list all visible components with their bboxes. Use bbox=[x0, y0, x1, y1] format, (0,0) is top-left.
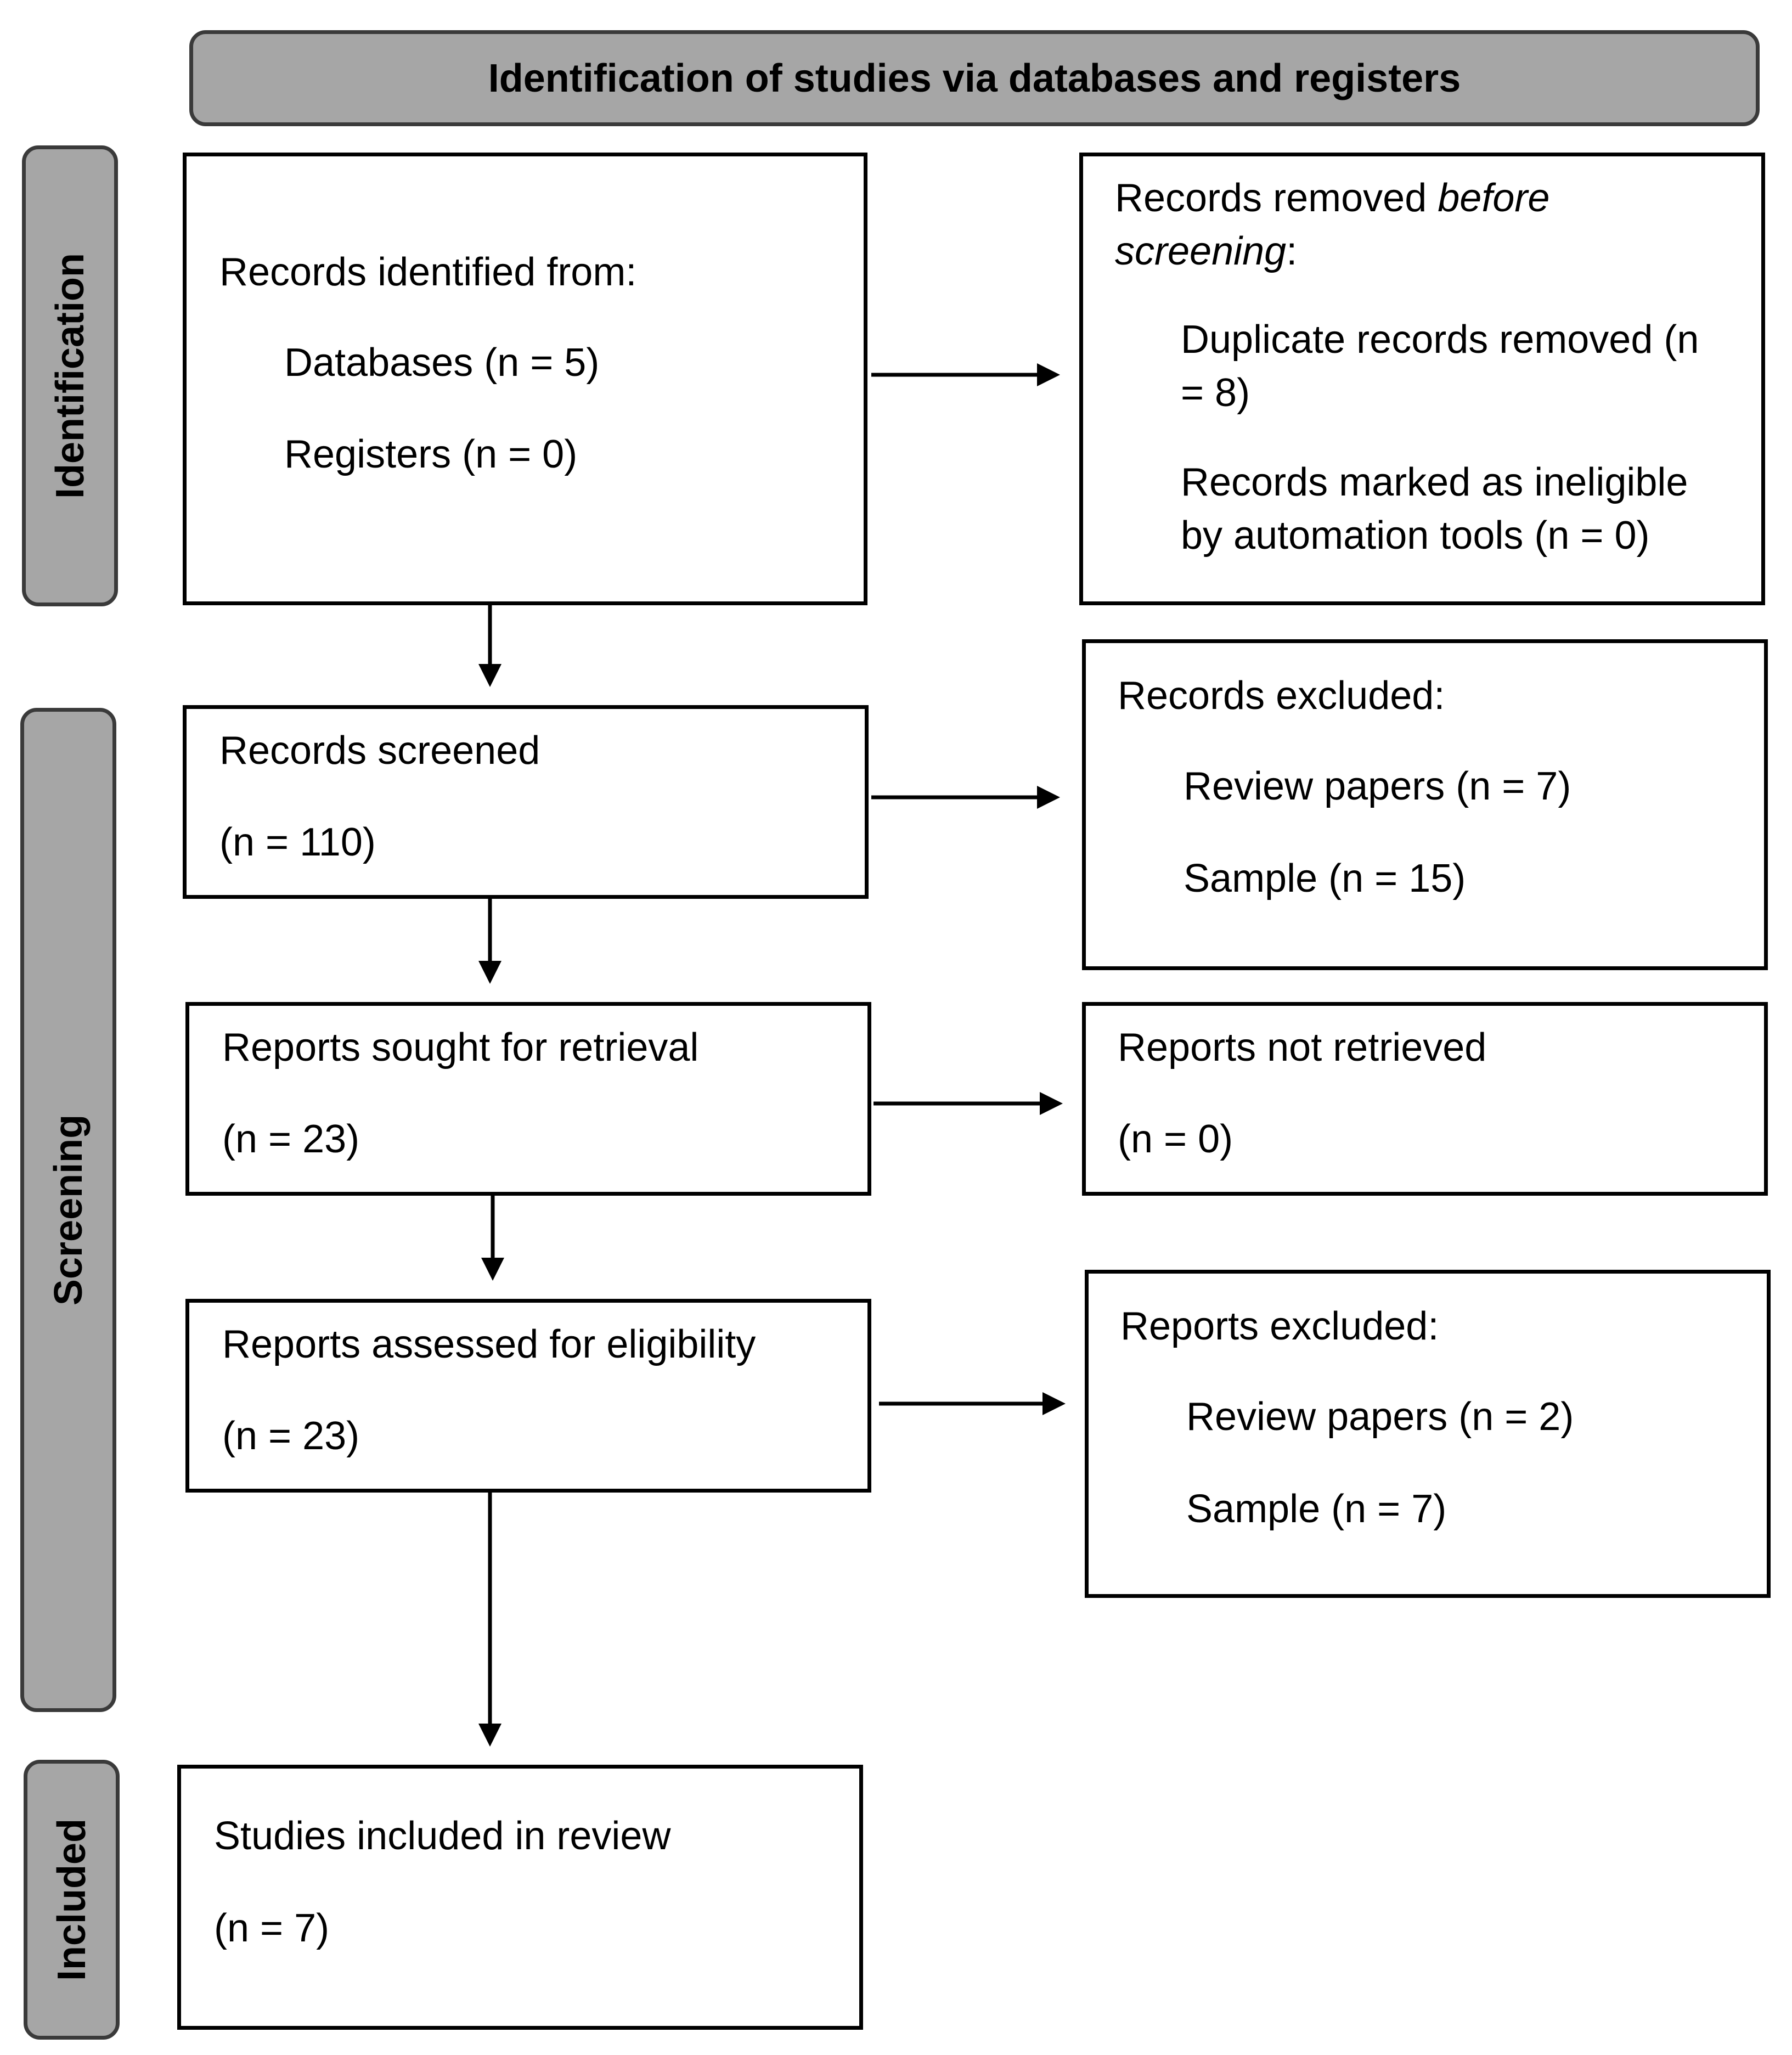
reports-excluded-sample: Sample (n = 7) bbox=[1186, 1487, 1447, 1531]
reports-excluded-box: Reports excluded: Review papers (n = 2) … bbox=[1085, 1270, 1771, 1598]
records-identified-title: Records identified from: bbox=[219, 250, 637, 294]
reports-not-retrieved-count: (n = 0) bbox=[1118, 1117, 1233, 1161]
studies-included-count: (n = 7) bbox=[214, 1906, 330, 1950]
ineligible-line2: by automation tools (n = 0) bbox=[1181, 514, 1650, 558]
records-screened-title: Records screened bbox=[219, 729, 540, 773]
records-removed-title-colon: : bbox=[1286, 229, 1298, 273]
records-identified-registers: Registers (n = 0) bbox=[284, 432, 578, 476]
records-excluded-review-papers: Review papers (n = 7) bbox=[1184, 764, 1571, 808]
duplicates-line1: Duplicate records removed (n bbox=[1181, 318, 1699, 362]
reports-excluded-title: Reports excluded: bbox=[1120, 1304, 1439, 1348]
records-screened-box: Records screened (n = 110) bbox=[183, 705, 869, 899]
records-excluded-title: Records excluded: bbox=[1118, 674, 1445, 718]
reports-assessed-box: Reports assessed for eligibility (n = 23… bbox=[185, 1299, 871, 1493]
reports-not-retrieved-title: Reports not retrieved bbox=[1118, 1026, 1487, 1069]
reports-excluded-review-papers: Review papers (n = 2) bbox=[1186, 1395, 1574, 1439]
reports-sought-title: Reports sought for retrieval bbox=[222, 1026, 699, 1069]
identification-header: Identification of studies via databases … bbox=[189, 30, 1760, 126]
studies-included-title: Studies included in review bbox=[214, 1814, 671, 1858]
phase-included: Included bbox=[24, 1760, 120, 2040]
records-removed-title-text: Records removed bbox=[1115, 176, 1438, 220]
identification-header-title: Identification of studies via databases … bbox=[488, 56, 1461, 100]
phase-screening: Screening bbox=[20, 708, 116, 1712]
records-screened-count: (n = 110) bbox=[219, 820, 376, 864]
records-removed-box: Records removed before screening: Duplic… bbox=[1079, 153, 1765, 605]
reports-assessed-title: Reports assessed for eligibility bbox=[222, 1322, 756, 1366]
records-identified-databases: Databases (n = 5) bbox=[284, 341, 600, 385]
records-excluded-box: Records excluded: Review papers (n = 7) … bbox=[1082, 639, 1768, 970]
records-excluded-sample: Sample (n = 15) bbox=[1184, 857, 1466, 900]
records-removed-title-italic-screening: screening bbox=[1115, 229, 1287, 273]
records-identified-box: Records identified from: Databases (n = … bbox=[183, 153, 867, 605]
records-removed-title-line1: Records removed before bbox=[1115, 173, 1549, 224]
reports-not-retrieved-box: Reports not retrieved (n = 0) bbox=[1082, 1002, 1768, 1196]
records-removed-title-line2: screening: bbox=[1115, 226, 1297, 278]
studies-included-box: Studies included in review (n = 7) bbox=[177, 1765, 863, 2030]
reports-sought-count: (n = 23) bbox=[222, 1117, 360, 1161]
phase-identification: Identification bbox=[22, 145, 118, 606]
duplicates-line2: = 8) bbox=[1181, 371, 1250, 415]
ineligible-line1: Records marked as ineligible bbox=[1181, 460, 1688, 504]
records-removed-title-italic-before: before bbox=[1438, 176, 1550, 220]
reports-assessed-count: (n = 23) bbox=[222, 1414, 360, 1458]
reports-sought-box: Reports sought for retrieval (n = 23) bbox=[185, 1002, 871, 1196]
